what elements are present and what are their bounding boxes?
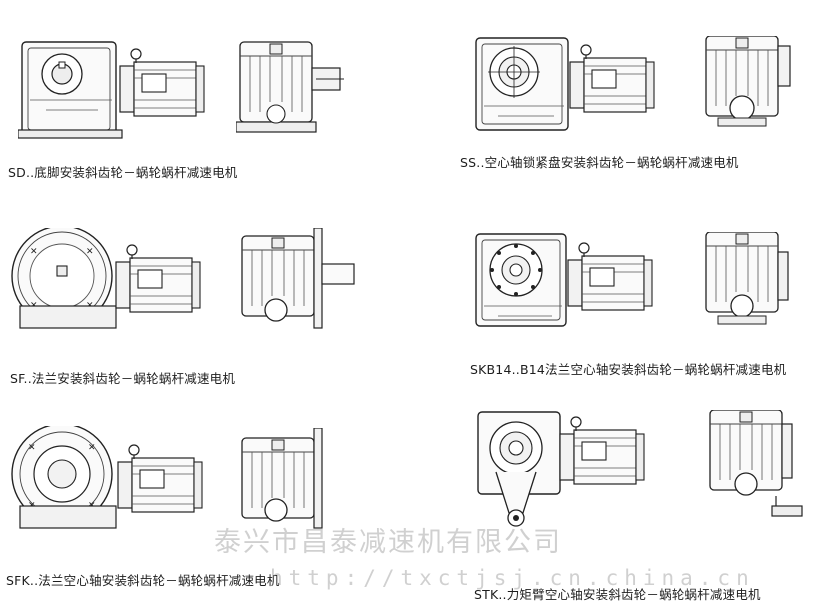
sd-end-drawing — [236, 41, 344, 133]
sf-side-drawing: ✕ ✕ ✕ ✕ — [11, 228, 201, 329]
ss-end-drawing — [705, 36, 791, 127]
svg-text:✕: ✕ — [28, 443, 36, 453]
ss-side-drawing — [475, 37, 655, 131]
svg-text:✕: ✕ — [88, 443, 96, 453]
caption-ss: SS..空心轴锁紧盘安装斜齿轮－蜗轮蜗杆减速电机 — [460, 155, 739, 170]
svg-text:✕: ✕ — [86, 247, 94, 257]
sfk-side-drawing: ✕ ✕ ✕ ✕ — [11, 426, 203, 529]
caption-sd: SD..底脚安装斜齿轮－蜗轮蜗杆减速电机 — [8, 165, 238, 180]
sd-side-drawing — [18, 41, 205, 139]
skb14-side-drawing — [475, 233, 653, 327]
caption-sfk: SFK..法兰空心轴安装斜齿轮－蜗轮蜗杆减速电机 — [6, 573, 280, 588]
caption-stk: STK..力矩臂空心轴安装斜齿轮－蜗轮蜗杆减速电机 — [474, 587, 761, 602]
stk-end-drawing — [709, 410, 803, 517]
stk-side-drawing — [477, 411, 645, 527]
svg-text:✕: ✕ — [30, 247, 38, 257]
caption-skb14: SKB14..B14法兰空心轴安装斜齿轮－蜗轮蜗杆减速电机 — [470, 362, 787, 377]
sfk-end-drawing — [241, 428, 323, 529]
caption-sf: SF..法兰安装斜齿轮－蜗轮蜗杆减速电机 — [10, 371, 236, 386]
sf-end-drawing — [241, 228, 355, 329]
skb14-end-drawing — [705, 232, 789, 325]
